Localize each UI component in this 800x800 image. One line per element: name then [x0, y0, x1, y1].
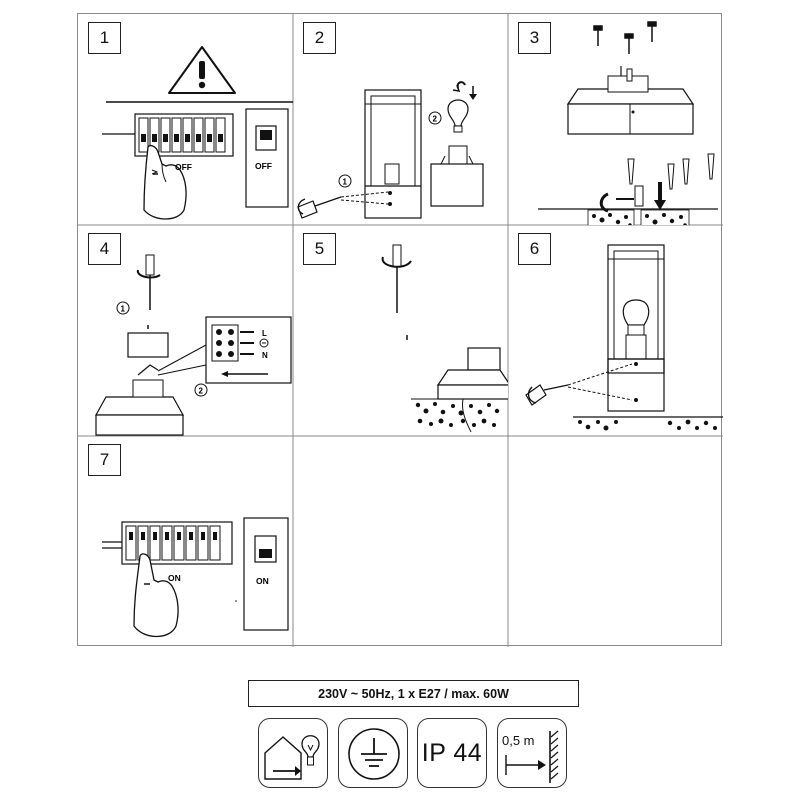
wall-distance-icon: 0,5 m	[497, 718, 567, 788]
step-5-panel: 5	[293, 225, 508, 436]
step-number: 1	[88, 22, 121, 54]
step-3-panel: 3	[508, 14, 723, 225]
svg-text:L: L	[262, 329, 267, 338]
svg-text:N: N	[262, 351, 268, 360]
open-lamp-illustration: 1 2	[297, 81, 484, 219]
breaker-on-illustration: ON ON	[102, 517, 289, 638]
svg-text:2: 2	[199, 387, 204, 396]
indoor-lamp-icon	[258, 718, 328, 788]
instruction-grid: 1	[77, 13, 723, 647]
ip-rating-icon: IP 44	[417, 718, 487, 788]
cover-screw-illustration	[381, 244, 508, 433]
breaker-off-illustration: OFF OFF	[102, 46, 293, 220]
warning-icon	[168, 46, 236, 94]
step-1-panel: 1	[78, 14, 293, 225]
light-switch-icon	[245, 108, 289, 208]
light-switch-icon	[243, 517, 289, 631]
terminal-block-icon: L N	[157, 316, 292, 384]
breaker-panel-icon	[102, 521, 233, 565]
step-number: 4	[88, 233, 121, 265]
step-6-panel: 6	[508, 225, 723, 436]
svg-text:ON: ON	[256, 576, 269, 586]
ground-connection-icon	[338, 718, 408, 788]
step-number: 2	[303, 22, 336, 54]
ip-rating-text: IP 44	[421, 738, 483, 767]
distance-text: 0,5 m	[502, 733, 535, 748]
step-number: 7	[88, 444, 121, 476]
svg-text:OFF: OFF	[255, 161, 272, 171]
svg-text:2: 2	[433, 115, 438, 124]
breaker-panel-icon	[102, 113, 234, 157]
empty-panel	[508, 436, 723, 647]
svg-text:OFF: OFF	[175, 162, 192, 172]
svg-text:ON: ON	[168, 573, 181, 583]
step-2-panel: 2 1 2	[293, 14, 508, 225]
svg-text:1: 1	[343, 178, 348, 187]
grid-lines	[78, 14, 723, 647]
step-number: 3	[518, 22, 551, 54]
empty-panel	[293, 436, 508, 647]
step-number: 6	[518, 233, 551, 265]
electrical-spec-label: 230V ~ 50Hz, 1 x E27 / max. 60W	[248, 680, 579, 707]
mount-base-illustration	[538, 21, 718, 225]
svg-text:1: 1	[121, 305, 126, 314]
step-7-panel: 7 ON	[78, 436, 293, 647]
wiring-illustration: 1 L	[94, 254, 292, 436]
step-number: 5	[303, 233, 336, 265]
step-4-panel: 4 1	[78, 225, 293, 436]
close-lamp-illustration	[525, 244, 723, 431]
